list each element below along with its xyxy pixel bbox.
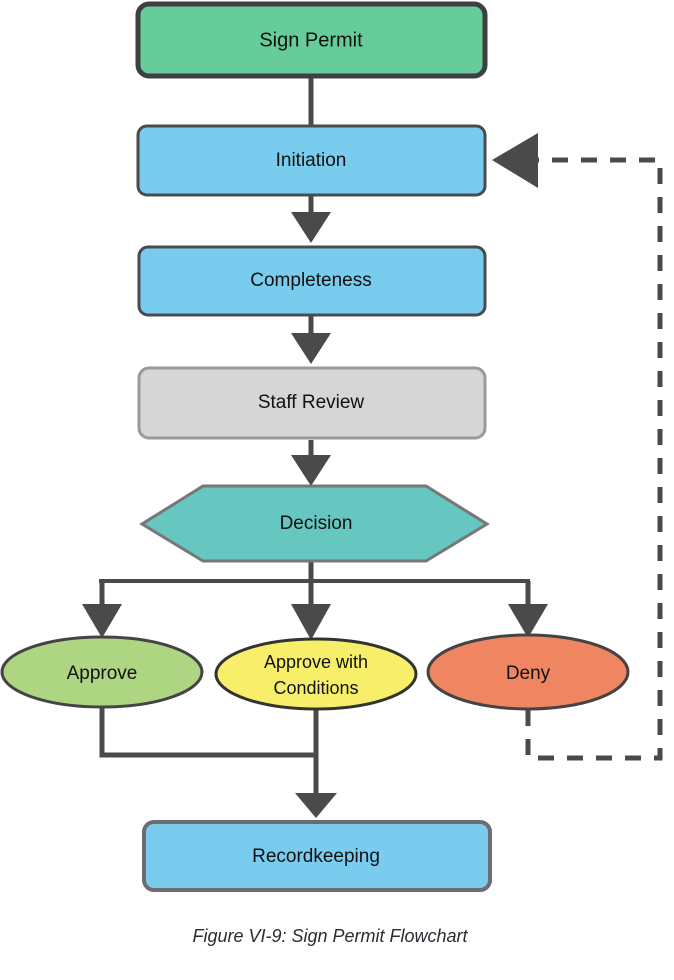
node-approve-shape — [0, 635, 204, 709]
arrowhead-initiation-completeness — [291, 212, 331, 243]
node-deny-label: Deny — [506, 663, 551, 684]
node-sign-permit-label: Sign Permit — [259, 29, 363, 51]
node-completeness[interactable]: Completeness — [137, 245, 487, 317]
node-sign-permit-shape — [135, 1, 488, 79]
node-approve[interactable]: Approve — [0, 635, 204, 709]
node-approve-with-conditions[interactable]: Approve with Conditions — [214, 637, 418, 711]
edge-deny-initiation-dashed — [525, 157, 663, 761]
node-initiation[interactable]: Initiation — [136, 124, 487, 197]
arrowhead-deny-initiation — [492, 133, 538, 188]
node-decision-label: Decision — [280, 513, 353, 534]
node-deny-shape — [426, 633, 630, 711]
figure-caption: Figure VI-9: Sign Permit Flowchart — [192, 926, 468, 946]
arrowhead-conditions-recordkeeping — [295, 793, 337, 818]
arrowhead-decision-deny — [508, 604, 548, 638]
arrowhead-completeness-staff-review — [291, 333, 331, 364]
node-staff-review-shape — [137, 366, 487, 440]
node-staff-review-label: Staff Review — [258, 392, 365, 413]
node-decision[interactable]: Decision — [139, 484, 490, 563]
node-approve-with-conditions-label-line2: Conditions — [273, 678, 358, 698]
edge-approve-recordkeeping — [99, 707, 316, 758]
node-sign-permit[interactable]: Sign Permit — [135, 1, 488, 79]
node-initiation-shape — [136, 124, 487, 197]
node-decision-shape — [139, 484, 490, 563]
arrowhead-decision-conditions — [291, 604, 331, 640]
node-recordkeeping[interactable]: Recordkeeping — [142, 820, 492, 892]
node-completeness-label: Completeness — [250, 270, 371, 291]
node-approve-with-conditions-label-line1: Approve with — [264, 652, 368, 672]
node-staff-review[interactable]: Staff Review — [137, 366, 487, 440]
node-approve-label: Approve — [67, 663, 138, 684]
node-recordkeeping-label: Recordkeeping — [252, 846, 380, 867]
connectors-layer — [82, 76, 663, 818]
node-deny[interactable]: Deny — [426, 633, 630, 711]
node-initiation-label: Initiation — [276, 150, 347, 171]
node-completeness-shape — [137, 245, 487, 317]
node-recordkeeping-shape — [142, 820, 492, 892]
node-approve-with-conditions-shape — [214, 637, 418, 711]
arrowhead-decision-approve — [82, 604, 122, 638]
arrowhead-staff-review-decision — [291, 455, 331, 486]
